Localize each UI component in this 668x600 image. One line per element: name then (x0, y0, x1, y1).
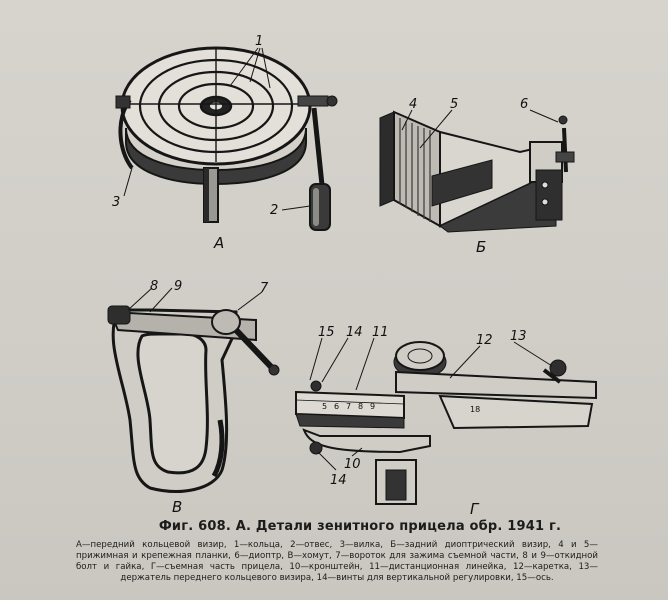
scale-number: 6 (334, 402, 339, 411)
rear-diopter-sight (379, 110, 575, 233)
figure-legend: А—передний кольцевой визир, 1—кольца, 2—… (76, 540, 598, 583)
label-9: 9 (174, 279, 182, 294)
removable-part (295, 341, 597, 505)
label-part-v: В (172, 498, 182, 516)
label-part-g: Г (470, 500, 480, 518)
label-15: 15 (318, 325, 335, 340)
label-12: 12 (476, 333, 493, 348)
label-part-b: Б (476, 238, 486, 256)
label-1: 1 (255, 34, 263, 49)
label-8: 8 (150, 279, 158, 294)
collar (107, 305, 280, 493)
label-2: 2 (270, 203, 278, 218)
label-11: 11 (372, 325, 389, 340)
carriage-mark: 18 (470, 405, 480, 414)
front-ring-sight (115, 46, 338, 231)
label-14-bottom: 14 (330, 473, 347, 488)
scale-number: 9 (370, 402, 375, 411)
label-4: 4 (409, 97, 417, 112)
label-13: 13 (510, 329, 527, 344)
label-10: 10 (344, 457, 361, 472)
label-6: 6 (520, 97, 528, 112)
scale-number: 8 (358, 402, 363, 411)
figure-caption: Фиг. 608. А. Детали зенитного прицела об… (158, 519, 562, 534)
technical-figure: 1 3 2 А (107, 34, 597, 518)
figure-drawing: 1 3 2 А (107, 34, 597, 518)
label-3: 3 (112, 195, 120, 210)
label-14-top: 14 (346, 325, 363, 340)
label-part-a: А (213, 234, 224, 252)
label-7: 7 (260, 281, 269, 296)
label-5: 5 (450, 97, 458, 112)
scale-number: 7 (346, 402, 351, 411)
scale-number: 5 (322, 402, 327, 411)
